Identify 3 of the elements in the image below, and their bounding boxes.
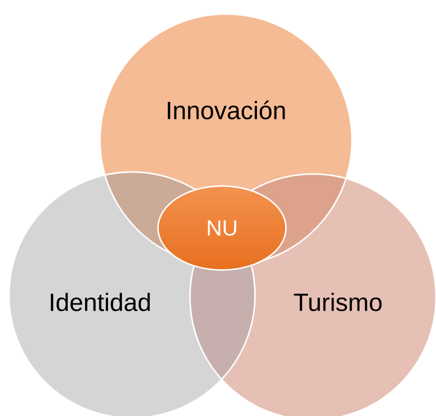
circle-label: Innovación	[168, 100, 285, 120]
circle-label: Turismo	[294, 292, 382, 312]
circle-label: Identidad	[50, 292, 150, 312]
